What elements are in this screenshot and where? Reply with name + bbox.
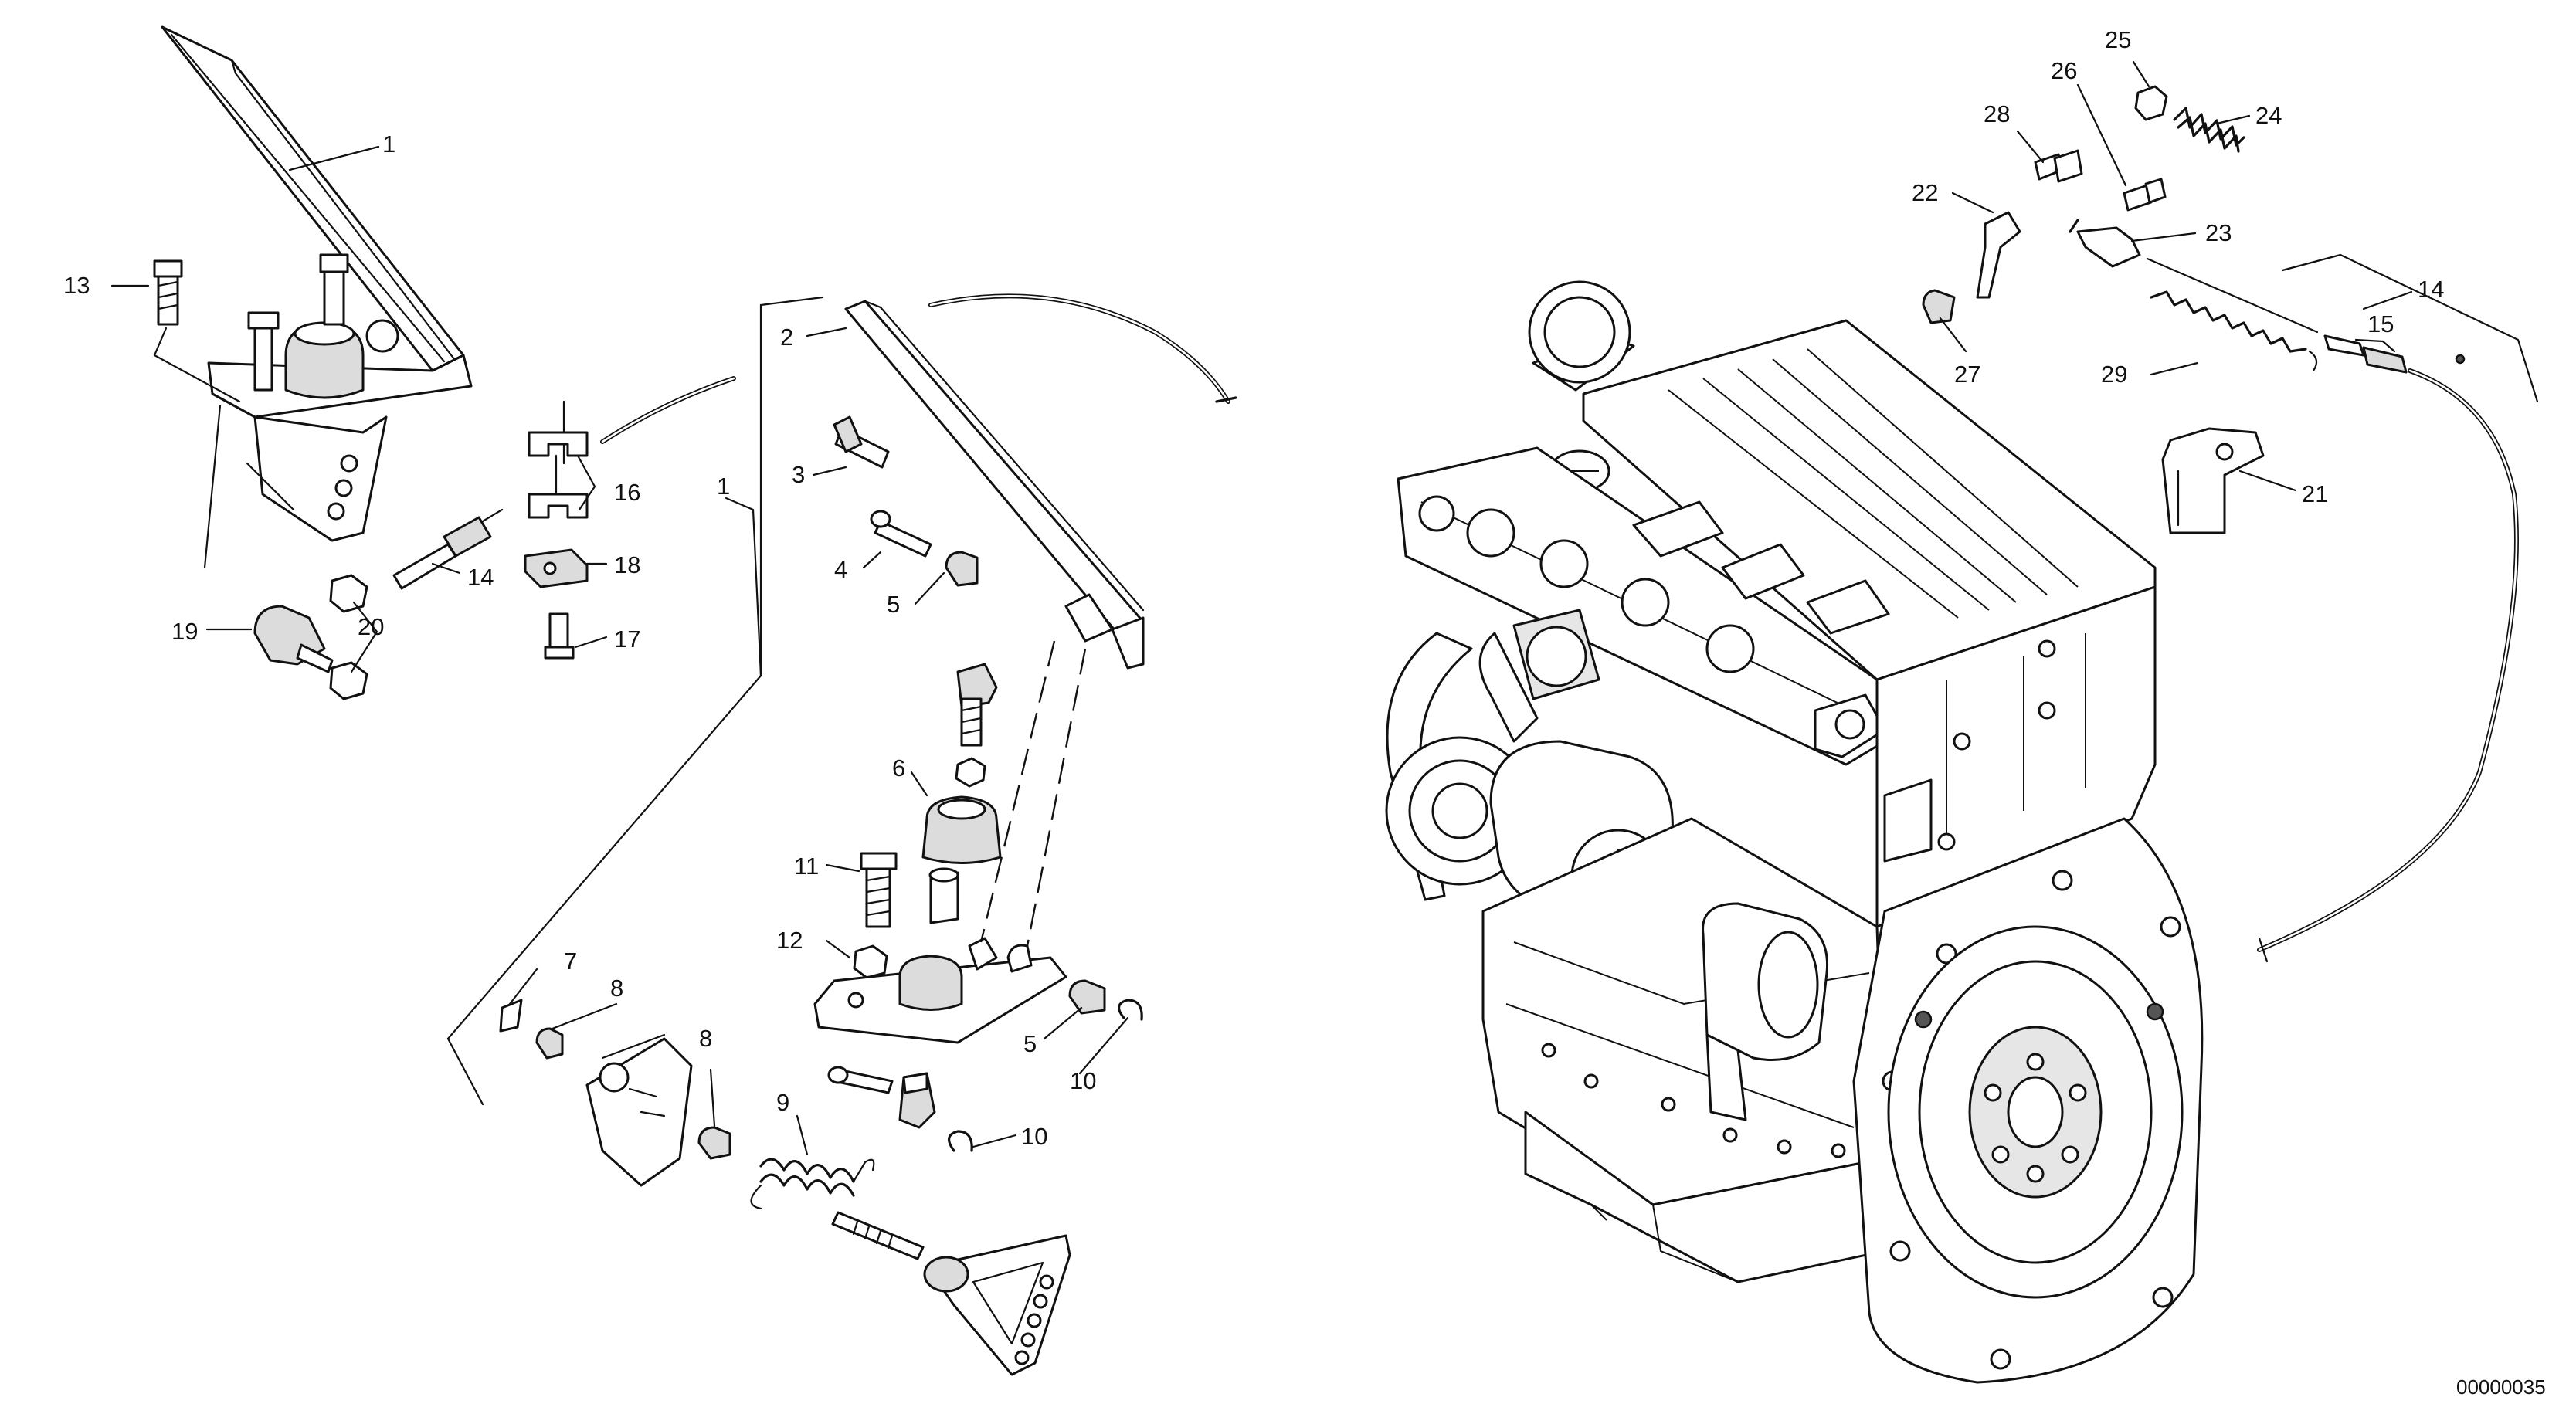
clip-parts — [524, 400, 589, 660]
callout: 9 — [776, 1089, 789, 1116]
assembly-frame-lines — [446, 296, 824, 1106]
callout: 8 — [699, 1025, 712, 1052]
callout: 15 — [2367, 310, 2394, 337]
leader-lines — [110, 60, 2413, 1156]
callout: 2 — [780, 324, 793, 351]
callout: 7 — [564, 948, 577, 975]
callout: 11 — [794, 853, 819, 880]
callout: 29 — [2101, 361, 2127, 388]
callout: 21 — [2302, 480, 2328, 507]
callout: 10 — [1021, 1123, 1047, 1150]
callout: 27 — [1954, 361, 1980, 388]
callout: 1 — [717, 473, 730, 500]
callout: 12 — [776, 927, 803, 954]
accelerator-pedal-assembly — [153, 25, 473, 569]
callout: 4 — [834, 556, 847, 583]
pedal-lever-assembly — [813, 300, 1145, 1152]
callout: 8 — [610, 975, 623, 1002]
callout: 13 — [63, 272, 90, 299]
callout: 18 — [614, 551, 640, 578]
document-id: 00000035 — [2456, 1375, 2546, 1399]
callout: 1 — [382, 131, 395, 158]
throttle-cable-left — [253, 376, 736, 700]
callout: 22 — [1912, 179, 1938, 206]
callout: 25 — [2105, 26, 2131, 53]
callout: 5 — [887, 591, 900, 618]
callout: 5 — [1023, 1030, 1037, 1057]
callout: 6 — [892, 754, 905, 782]
callout: 23 — [2205, 219, 2232, 246]
engine-block — [1385, 280, 2204, 1384]
callout-labels: 1 13 16 14 18 17 19 20 2 1 3 4 5 6 11 12… — [63, 26, 2546, 1399]
callout: 28 — [1984, 100, 2010, 127]
engine-throttle-linkage — [1922, 85, 2539, 963]
callout: 16 — [614, 479, 640, 506]
callout: 3 — [792, 461, 805, 488]
callout: 14 — [467, 564, 494, 591]
callout: 14 — [2418, 276, 2444, 303]
callout: 19 — [171, 618, 198, 645]
return-spring-assembly — [499, 999, 1071, 1376]
callout: 10 — [1070, 1067, 1096, 1094]
callout: 20 — [358, 613, 384, 640]
callout: 24 — [2255, 102, 2282, 129]
callout: 17 — [614, 626, 640, 653]
throttle-cable-center — [928, 293, 1237, 404]
callout: 26 — [2051, 57, 2077, 84]
